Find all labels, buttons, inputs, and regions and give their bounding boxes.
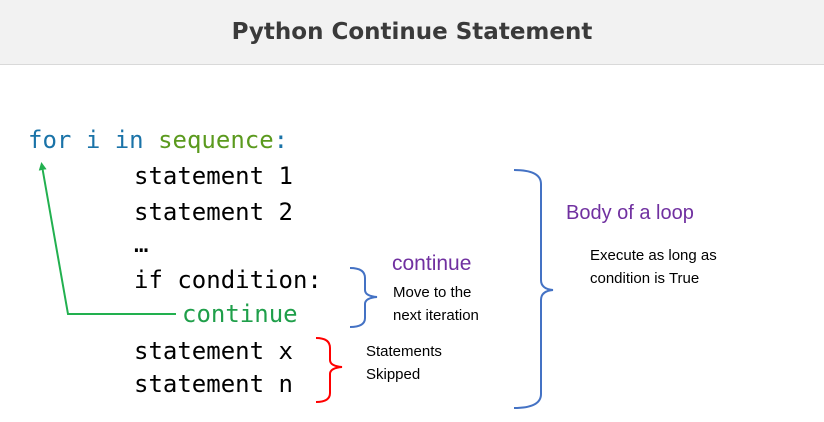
code-statement-x: statement x: [134, 337, 293, 365]
skipped-desc-line-2: Skipped: [366, 366, 421, 383]
loop-back-arrow: [38, 162, 176, 315]
title-bar: Python Continue Statement: [0, 0, 824, 65]
continue-desc-line-1: Move to the: [393, 284, 472, 301]
skipped-desc-line-1: Statements: [366, 343, 442, 360]
for-keyword: for: [28, 126, 72, 154]
code-statement-2: statement 2: [134, 198, 293, 226]
continue-desc-line-2: next iteration: [393, 307, 479, 324]
skipped-brace: [315, 337, 343, 403]
loop-desc-line-2: condition is True: [590, 270, 700, 287]
continue-heading: continue: [392, 252, 472, 275]
iterable-name: sequence: [158, 126, 274, 154]
in-keyword: in: [114, 126, 144, 154]
loop-body-brace: [513, 169, 554, 409]
diagram-title: Python Continue Statement: [231, 19, 593, 45]
code-continue: continue: [182, 300, 298, 328]
for-colon: :: [273, 126, 289, 154]
code-if-condition: if condition:: [134, 266, 322, 294]
code-ellipsis: …: [134, 230, 149, 258]
continue-brace: [349, 267, 378, 328]
loop-variable: i: [85, 126, 101, 154]
code-statement-n: statement n: [134, 370, 293, 398]
code-statement-1: statement 1: [134, 162, 293, 190]
loop-body-heading: Body of a loop: [566, 202, 694, 224]
loop-desc-line-1: Execute as long as: [590, 247, 717, 264]
for-loop-line: for i in sequence:: [28, 126, 288, 154]
